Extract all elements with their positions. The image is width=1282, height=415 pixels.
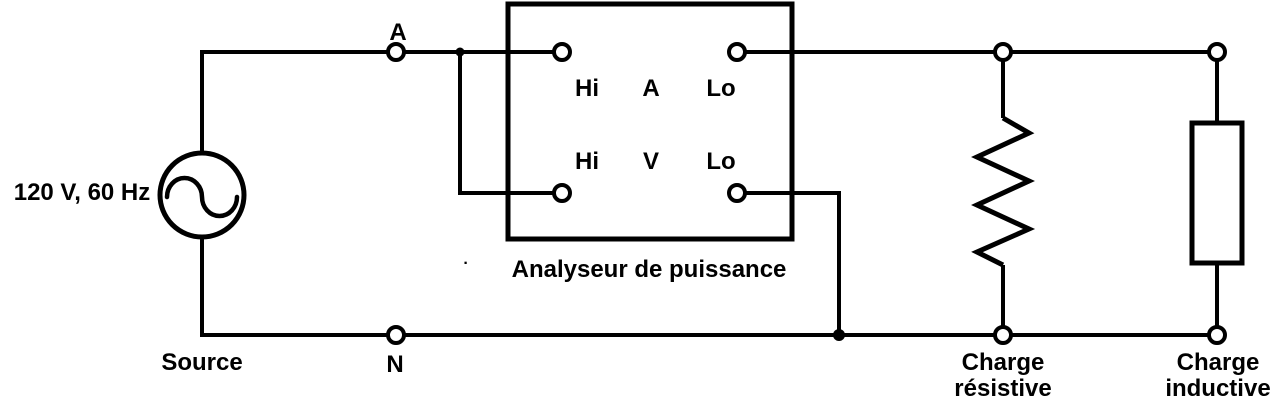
sine-wave-icon — [164, 175, 240, 219]
current-lo-label: Lo — [706, 75, 735, 102]
junction-dots — [455, 47, 845, 341]
analyzer-box — [505, 1, 795, 242]
terminal-voltage-hi — [552, 183, 572, 203]
resistive-load-label-line1: Charge — [962, 349, 1045, 376]
current-function-label: A — [642, 75, 659, 102]
voltage-lo-label: Lo — [706, 148, 735, 175]
terminal-a — [386, 42, 406, 62]
resistor-symbol — [971, 115, 1036, 268]
voltage-function-label: V — [643, 148, 659, 175]
terminal-resistive-bottom — [993, 325, 1013, 345]
analyzer-label: Analyseur de puissance — [512, 256, 787, 283]
terminal-n-label: N — [386, 351, 403, 378]
wire-neutral-rail — [200, 237, 1217, 337]
wire-source-to-a-hi — [200, 50, 562, 153]
current-hi-label: Hi — [575, 75, 599, 102]
terminal-voltage-lo — [727, 183, 747, 203]
inductor-symbol — [1189, 120, 1245, 266]
terminal-inductive-top — [1207, 42, 1227, 62]
resistive-load-label-line2: résistive — [954, 375, 1051, 402]
source-label: Source — [161, 349, 242, 376]
terminals — [386, 42, 1227, 345]
voltage-hi-label: Hi — [575, 148, 599, 175]
terminal-current-lo — [727, 42, 747, 62]
junction-voltage-tap — [455, 47, 465, 57]
terminal-n — [386, 325, 406, 345]
junction-neutral — [833, 329, 845, 341]
terminal-current-hi — [552, 42, 572, 62]
stray-dot: · — [463, 255, 468, 272]
terminal-a-label: A — [389, 19, 406, 46]
wire-v-lo-to-neutral — [737, 191, 841, 335]
inductive-load-label-line1: Charge — [1177, 349, 1260, 376]
source-rating-label: 120 V, 60 Hz — [14, 179, 151, 206]
wires — [200, 50, 1219, 337]
terminal-inductive-bottom — [1207, 325, 1227, 345]
wire-voltage-tap — [458, 52, 562, 195]
ac-source-symbol — [157, 150, 247, 240]
inductive-load-label-line2: inductive — [1165, 375, 1270, 402]
terminal-resistive-top — [993, 42, 1013, 62]
